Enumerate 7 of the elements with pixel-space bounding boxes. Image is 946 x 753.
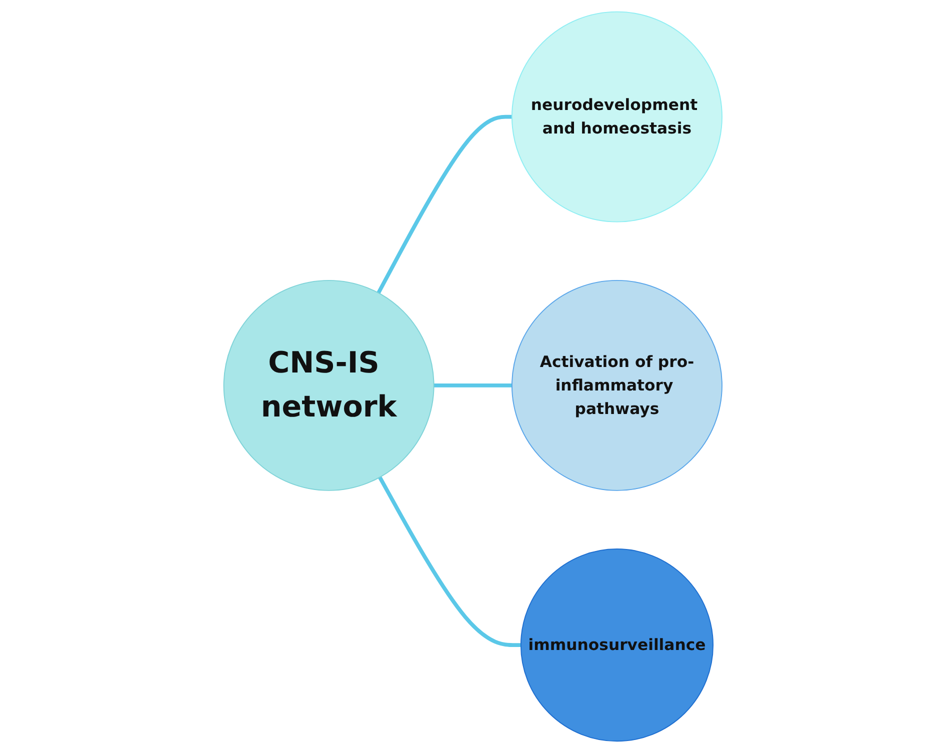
connector xyxy=(376,114,512,294)
node-circle: neurodevelopment and homeostasis xyxy=(512,11,723,222)
connector xyxy=(378,476,522,648)
node-circle: CNS-IS network xyxy=(223,280,434,491)
node-circle: Activation of pro-inflammatory pathways xyxy=(512,280,723,491)
connector xyxy=(434,384,512,388)
node-circle: immunosurveillance xyxy=(520,548,714,742)
